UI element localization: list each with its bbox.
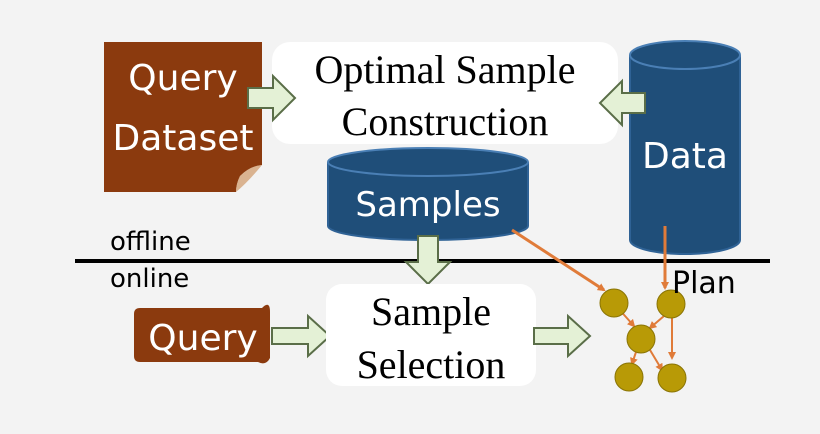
- online-label: online: [110, 264, 189, 294]
- arrow-query-to-selection: [271, 313, 332, 359]
- plan-edge: [649, 349, 664, 372]
- plan-node: [614, 362, 644, 392]
- query-label: Query: [148, 318, 257, 359]
- samples-cylinder: Samples: [327, 147, 529, 241]
- data-cylinder: Data: [629, 40, 741, 255]
- plan-graph-edges: [616, 306, 676, 372]
- optimal-sample-construction-box: Optimal Sample Construction: [272, 42, 618, 144]
- plan-node: [657, 363, 687, 393]
- optimal-sample-construction-label-line2: Construction: [342, 99, 549, 144]
- plan-edge: [630, 351, 638, 366]
- samples-label: Samples: [355, 185, 500, 225]
- query-dataset-label-line1: Query: [128, 58, 237, 99]
- sample-selection-label-line2: Selection: [357, 342, 506, 387]
- arrow-dataset-to-construction: [247, 73, 297, 123]
- plan-edge: [648, 315, 665, 330]
- arrow-data-to-construction: [598, 78, 646, 128]
- plan-graph-nodes: [599, 288, 687, 393]
- optimal-sample-construction-label-line1: Optimal Sample: [314, 47, 575, 92]
- query-scroll: Query: [134, 304, 270, 364]
- query-dataset-label-line2: Dataset: [113, 118, 254, 159]
- edge-samples-to-plan: [511, 228, 606, 292]
- arrow-samples-to-selection: [403, 235, 453, 286]
- plan-node: [626, 324, 656, 354]
- arrow-selection-to-plan: [533, 313, 592, 359]
- query-dataset-document: Query Dataset: [104, 42, 262, 192]
- sample-selection-label-line1: Sample: [371, 289, 491, 334]
- plan-node: [599, 288, 629, 318]
- data-label: Data: [642, 136, 728, 177]
- plan-label: Plan: [672, 266, 736, 301]
- sample-selection-box: Sample Selection: [326, 284, 536, 387]
- plan-node: [656, 289, 686, 319]
- offline-label: offline: [110, 227, 191, 257]
